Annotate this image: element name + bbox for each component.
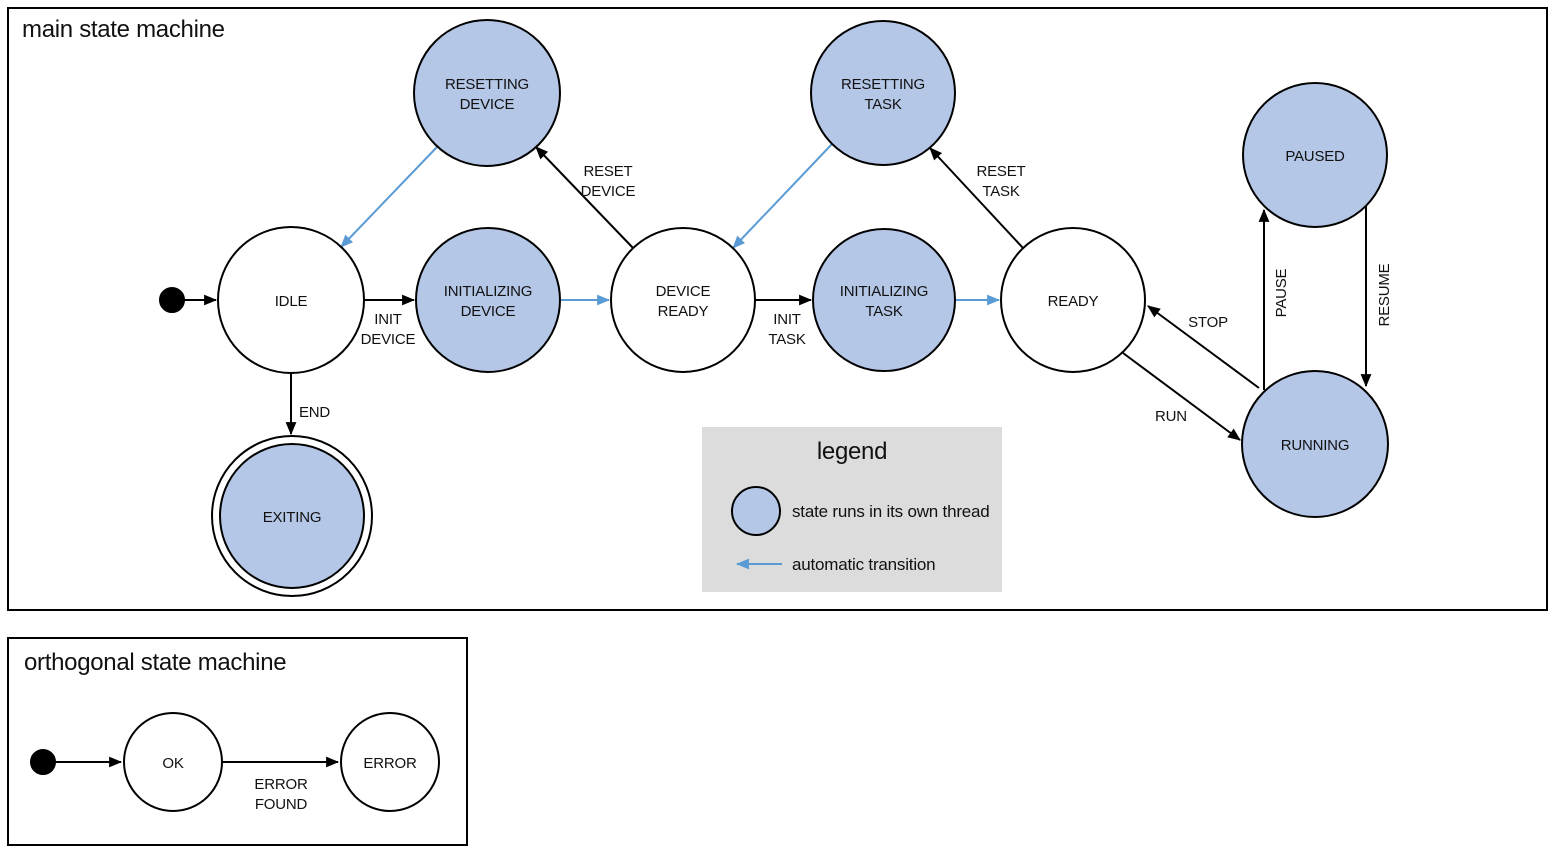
transition-reset-device-arrow: [535, 146, 635, 250]
main-states: IDLE RESETTING DEVICE RESETTING TASK INI…: [159, 19, 1389, 597]
state-resetting-task-label-line2: TASK: [864, 96, 901, 113]
transition-reset-task-arrow: [929, 147, 1024, 249]
orthogonal-initial-state-dot: [30, 749, 56, 775]
state-resetting-task: [810, 20, 956, 166]
state-device-ready: [610, 227, 756, 373]
transition-init-task-label-line1: INIT: [773, 311, 801, 328]
state-idle-label: IDLE: [275, 293, 308, 310]
main-transitions: INIT DEVICE RESET DEVICE INIT TASK RESET…: [184, 143, 1393, 441]
transition-error-found-label-line2: FOUND: [255, 796, 308, 813]
state-error: [340, 712, 440, 812]
legend: legend state runs in its own thread auto…: [702, 427, 1002, 592]
state-resetting-device-label-line2: DEVICE: [460, 96, 515, 113]
state-device-ready-label-line1: DEVICE: [656, 283, 711, 300]
state-ready: [1000, 227, 1146, 373]
state-exiting-inner-circle: [219, 443, 365, 589]
state-device-ready-label-line2: READY: [658, 303, 709, 320]
transition-run-arrow: [1122, 352, 1241, 441]
state-error-label: ERROR: [363, 755, 417, 772]
state-resetting-task-label-line1: RESETTING: [841, 76, 925, 93]
initial-state-dot: [159, 287, 185, 313]
legend-title: legend: [817, 438, 887, 465]
legend-auto-label: automatic transition: [792, 555, 935, 574]
state-initializing-device: [415, 227, 561, 373]
orthogonal-title: orthogonal state machine: [24, 649, 286, 676]
state-paused: [1242, 82, 1388, 228]
state-resetting-device: [413, 19, 561, 167]
transition-init-device-label-line2: DEVICE: [361, 331, 416, 348]
state-ok: [123, 712, 223, 812]
state-paused-label: PAUSED: [1285, 148, 1345, 165]
transition-run-label: RUN: [1155, 408, 1187, 425]
state-exiting: EXITING: [211, 435, 373, 597]
state-ok-label: OK: [162, 755, 183, 772]
state-running-label: RUNNING: [1281, 437, 1350, 454]
state-resetting-device-label-line1: RESETTING: [445, 76, 529, 93]
transition-auto-resettingdevice-to-idle: [340, 146, 438, 248]
state-idle: [217, 226, 365, 374]
state-ready-label: READY: [1048, 293, 1099, 310]
state-exiting-label: EXITING: [263, 509, 322, 526]
transition-stop-arrow: [1147, 305, 1260, 389]
state-initializing-device-label-line1: INITIALIZING: [444, 283, 532, 300]
state-initializing-task: [812, 228, 956, 372]
orthogonal-state-machine: orthogonal state machine ERROR FOUND OK …: [7, 637, 468, 846]
transition-auto-resettingtask-to-deviceready: [732, 143, 833, 249]
transition-init-device-label-line1: INIT: [374, 311, 402, 328]
transition-reset-device-label-line1: RESET: [583, 163, 632, 180]
state-initializing-task-label-line2: TASK: [865, 303, 902, 320]
transition-error-found-label-line1: ERROR: [254, 776, 308, 793]
main-state-machine: main state machine INIT DEVICE RESET DEV…: [7, 7, 1548, 611]
main-title: main state machine: [22, 16, 225, 43]
transition-init-task-label-line2: TASK: [768, 331, 805, 348]
transition-pause-label: PAUSE: [1273, 268, 1290, 317]
transition-reset-task-label-line1: RESET: [976, 163, 1025, 180]
transition-resume-label: RESUME: [1376, 263, 1393, 326]
state-initializing-device-label-line2: DEVICE: [461, 303, 516, 320]
transition-reset-task-label-line2: TASK: [982, 183, 1019, 200]
transition-stop-label: STOP: [1188, 314, 1228, 331]
transition-reset-device-label-line2: DEVICE: [581, 183, 636, 200]
legend-thread-label: state runs in its own thread: [792, 502, 990, 521]
transition-end-label: END: [299, 404, 330, 421]
legend-thread-state-icon: [731, 486, 781, 536]
state-initializing-task-label-line1: INITIALIZING: [840, 283, 928, 300]
state-running: [1241, 370, 1389, 518]
